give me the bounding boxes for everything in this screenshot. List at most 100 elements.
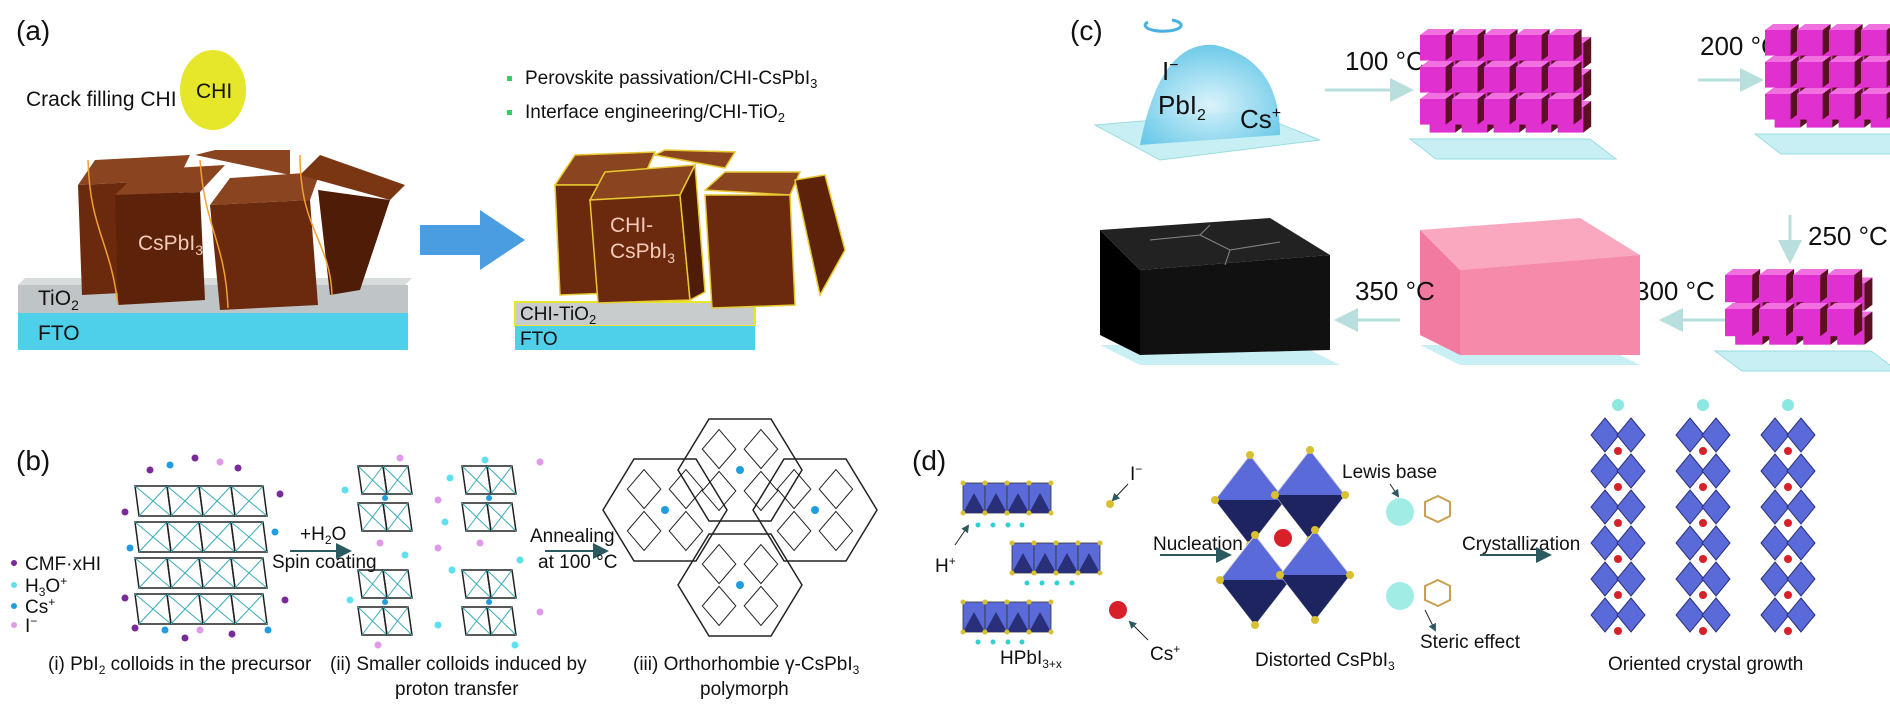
- octahedron-diagonals: [357, 606, 388, 636]
- cube-top: [1759, 269, 1795, 275]
- cube-side: [1864, 311, 1873, 345]
- cube-top: [1516, 93, 1550, 99]
- iodide-node: [1004, 480, 1010, 486]
- cube-top: [1829, 56, 1863, 62]
- temp-250: 250 °C: [1808, 221, 1888, 251]
- bullet-interface-engineering: Interface engineering/CHI-TiO2: [525, 102, 785, 125]
- cube-top: [1827, 269, 1863, 275]
- substrate: [1753, 133, 1890, 155]
- cube-side: [1509, 61, 1518, 93]
- cube-top: [1797, 88, 1831, 94]
- ion-dot: [396, 454, 404, 462]
- cspbi3-label: CsPbI3: [138, 232, 203, 258]
- cube-top: [1516, 61, 1550, 67]
- cs-ion: [1699, 627, 1707, 635]
- iodide-node: [1026, 510, 1032, 516]
- cspbi3-crystals: [78, 150, 405, 310]
- octahedron: [1616, 489, 1646, 525]
- iodide-node: [1026, 599, 1032, 605]
- iodide-node: [1026, 480, 1032, 486]
- hpbi3x-label: HPbI3+x: [1000, 648, 1062, 671]
- cube-face: [1420, 67, 1446, 93]
- cube-face: [1827, 275, 1855, 303]
- octahedron: [743, 428, 779, 470]
- cube-face: [1861, 30, 1887, 56]
- octahedron-shadow: [1275, 495, 1345, 540]
- cs-dot: [382, 495, 388, 501]
- octahedron-shadow: [1012, 553, 1034, 573]
- cube-face: [1765, 94, 1791, 120]
- cube-top: [1452, 61, 1486, 67]
- octahedron: [701, 543, 737, 585]
- hexagonal-domain: [677, 533, 803, 637]
- cube-side: [1854, 269, 1863, 303]
- cube-side: [1820, 303, 1829, 337]
- cube-side: [1583, 69, 1592, 101]
- octahedron-shadow: [1215, 500, 1285, 545]
- cube-side: [1509, 29, 1518, 61]
- cs-dot: [486, 599, 492, 605]
- iodide-node: [1004, 510, 1010, 516]
- steric-effect-label: Steric effect: [1420, 632, 1521, 653]
- distorted-cspbi3-cluster: [1211, 446, 1451, 632]
- cs-ion: [1784, 555, 1792, 563]
- temp-350: 350 °C: [1355, 276, 1435, 306]
- proton-dot: [1024, 580, 1030, 586]
- octahedron: [1616, 561, 1646, 597]
- cube-face: [1861, 94, 1887, 120]
- octahedron-shadow: [1056, 553, 1078, 573]
- cube-top: [1765, 56, 1799, 62]
- cube-side: [1822, 88, 1831, 120]
- cube-top: [1861, 24, 1890, 30]
- proton-dot: [1019, 639, 1025, 645]
- proton-dot: [990, 522, 996, 528]
- octahedron: [1675, 453, 1705, 489]
- octahedron: [818, 468, 854, 510]
- benzene-ring: [1424, 494, 1451, 524]
- cube-face: [1797, 62, 1823, 88]
- cs-ion: [1614, 519, 1622, 527]
- fto-layer-right: [515, 326, 755, 350]
- cs-label-d: Cs+: [1150, 642, 1180, 665]
- cube-side: [1854, 303, 1863, 337]
- cube-side: [1790, 56, 1799, 88]
- octahedron: [1675, 597, 1705, 633]
- cube-side: [1583, 101, 1592, 133]
- iodide-pointer: [1111, 483, 1129, 502]
- cs-ion: [1784, 519, 1792, 527]
- cube-side: [1573, 93, 1582, 125]
- steric-pointer: [1424, 609, 1436, 632]
- cs-label: Cs+: [1240, 104, 1281, 134]
- octahedron: [776, 468, 812, 510]
- cube-side: [1752, 269, 1761, 303]
- fto-label-right: FTO: [520, 329, 558, 350]
- octahedron-diagonals: [198, 521, 236, 553]
- ion-dot: [276, 490, 284, 498]
- cube-face: [1765, 62, 1791, 88]
- octahedron: [1760, 417, 1790, 453]
- octahedron: [1760, 525, 1790, 561]
- ion-dot: [434, 544, 442, 552]
- iodide-node: [1031, 570, 1037, 576]
- nucleation-label: Nucleation: [1153, 534, 1243, 555]
- iodide-node: [1246, 451, 1254, 459]
- iodide-node: [982, 599, 988, 605]
- octahedron-diagonals: [382, 465, 413, 495]
- iodide-node: [1097, 570, 1103, 576]
- cube-side: [1445, 93, 1454, 125]
- cs-dot: [382, 599, 388, 605]
- cube-top: [1548, 61, 1582, 67]
- pink-film-300: [1420, 218, 1640, 365]
- cube-array-250: [1713, 269, 1890, 372]
- cube-face: [1829, 62, 1855, 88]
- cs-pointer: [1128, 620, 1149, 641]
- cube-face: [1827, 309, 1855, 337]
- substrate: [1713, 350, 1890, 372]
- substrate: [1408, 138, 1618, 160]
- cube-side: [1573, 61, 1582, 93]
- cs-ion: [1784, 591, 1792, 599]
- bullet-perovskite-passivation: Perovskite passivation/CHI-CsPbI3: [525, 68, 817, 91]
- iodide-node: [1311, 526, 1319, 534]
- cube-side: [1583, 37, 1592, 69]
- octahedron: [1786, 561, 1816, 597]
